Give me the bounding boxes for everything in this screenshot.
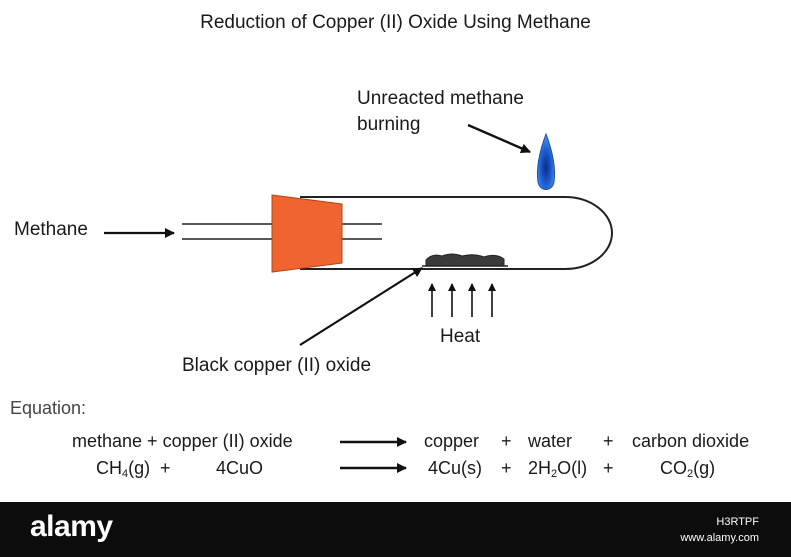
diagram-title: Reduction of Copper (II) Oxide Using Met… xyxy=(200,12,591,33)
word-plus-2: + xyxy=(603,431,614,451)
image-id: H3RTPF xyxy=(716,516,759,528)
site-url: www.alamy.com xyxy=(680,532,759,544)
oxide-arrow xyxy=(299,267,423,346)
methane-label: Methane xyxy=(14,219,88,240)
formula-water: 2H2O(l) xyxy=(528,458,588,480)
formula-methane: CH4(g) xyxy=(96,458,151,480)
alamy-logo: alamy xyxy=(30,510,113,543)
formula-carbon-dioxide: CO2(g) xyxy=(660,458,716,480)
flame-arrow xyxy=(467,123,531,154)
heat-label: Heat xyxy=(440,326,481,347)
unreacted-methane-label-line2: burning xyxy=(357,114,421,135)
formula-plus-2: + xyxy=(603,458,614,478)
watermark-bar xyxy=(0,502,791,557)
word-reactants: methane + copper (II) oxide xyxy=(72,431,293,451)
formula-plus-reactants: + xyxy=(160,458,171,478)
black-oxide-label: Black copper (II) oxide xyxy=(182,355,372,376)
unreacted-methane-label-line1: Unreacted methane xyxy=(357,88,524,109)
copper-oxide-sample xyxy=(425,253,505,267)
formula-plus-1: + xyxy=(501,458,512,478)
equation-heading: Equation: xyxy=(10,398,87,418)
apparatus-diagram xyxy=(104,123,613,473)
word-product-copper: copper xyxy=(424,431,480,451)
formula-copper: 4Cu(s) xyxy=(428,458,483,478)
test-tube xyxy=(300,196,613,270)
rubber-stopper xyxy=(271,194,343,273)
flame-icon xyxy=(537,132,555,190)
word-product-water: water xyxy=(528,431,573,451)
word-product-carbon-dioxide: carbon dioxide xyxy=(632,431,750,451)
word-plus-1: + xyxy=(501,431,512,451)
formula-copper-oxide: 4CuO xyxy=(216,458,264,478)
